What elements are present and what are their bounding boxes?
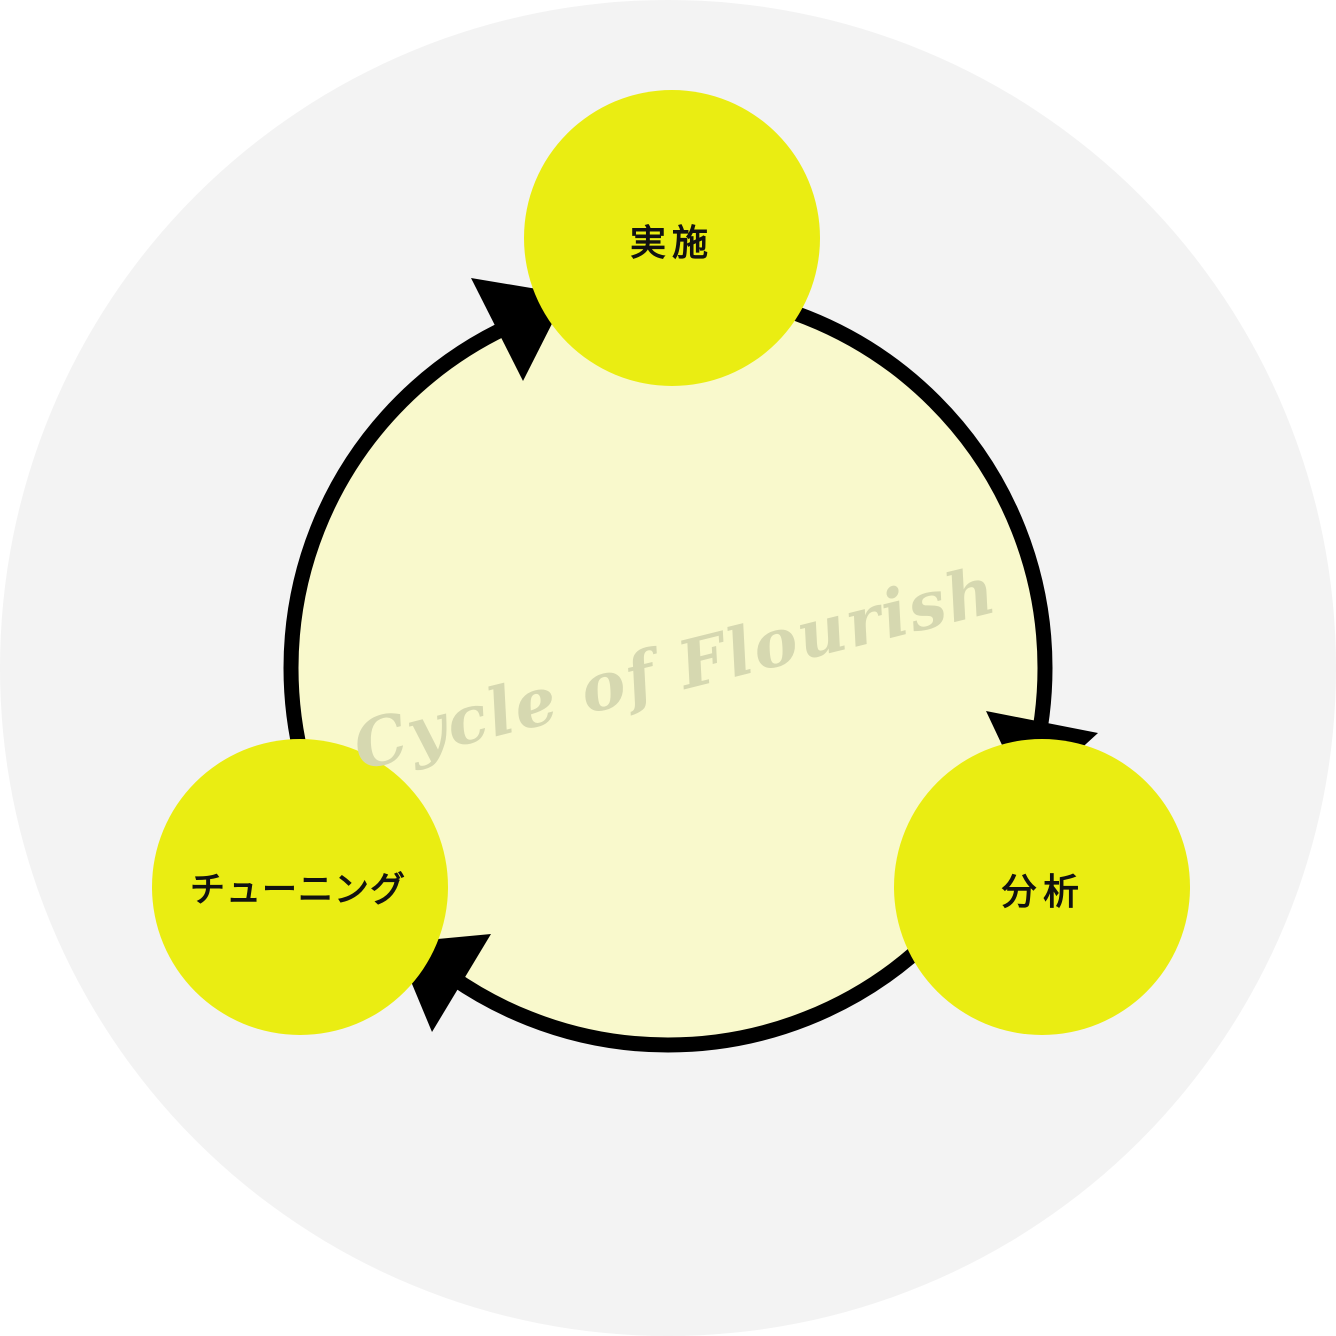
node-label-tuning: チューニング (189, 870, 407, 911)
node-analysis[interactable] (894, 739, 1190, 1035)
node-execute[interactable] (524, 90, 820, 386)
node-label-analysis: 分析 (1000, 872, 1086, 913)
node-tuning[interactable] (152, 739, 448, 1035)
node-label-execute: 実施 (629, 223, 715, 264)
